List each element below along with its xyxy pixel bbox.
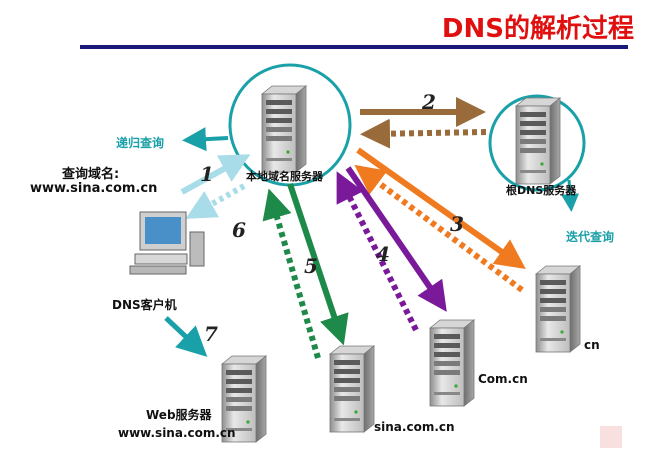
dns-client-label: DNS客户机 <box>112 298 177 312</box>
iterative-query-label: 迭代查询 <box>566 230 615 244</box>
root-dns-label: 根DNS服务器 <box>506 184 577 197</box>
server-icon-sina <box>329 345 375 433</box>
step7-arrow <box>164 316 208 357</box>
step5-return-arrow <box>262 188 321 359</box>
step4-return-arrow <box>336 171 419 332</box>
iterative-arrow <box>561 179 580 212</box>
query-domain-label: 查询域名: <box>62 167 120 182</box>
corner-watermark <box>600 426 622 448</box>
step-number-5: 5 <box>304 254 318 278</box>
page-title: DNS的解析过程 <box>441 14 634 44</box>
step5-arrow <box>287 183 349 346</box>
query-domain-value: www.sina.com.cn <box>30 181 158 196</box>
step-number-1: 1 <box>200 162 214 186</box>
server-icon-cn <box>535 265 581 353</box>
step1-arrow <box>180 154 251 195</box>
step4-arrow <box>345 166 447 312</box>
cn-server-label: cn <box>584 338 600 352</box>
server-icon-root-dns <box>515 97 561 185</box>
title-underline <box>80 45 628 49</box>
step-number-7: 7 <box>204 322 218 346</box>
desktop-computer-icon <box>129 211 205 275</box>
recursive-query-label: 递归查询 <box>116 136 165 150</box>
recursive-arrow <box>182 127 229 152</box>
step-number-6: 6 <box>232 218 246 242</box>
web-server-label: Web服务器 <box>146 408 212 422</box>
server-icon-local-dns <box>261 85 307 173</box>
sina-server-label: sina.com.cn <box>374 420 455 434</box>
step-number-3: 3 <box>450 212 464 236</box>
comcn-server-label: Com.cn <box>478 372 528 386</box>
step3-return-arrow <box>354 164 524 293</box>
step6-arrow <box>185 183 246 219</box>
step-number-4: 4 <box>376 242 390 266</box>
step2-return-arrow <box>360 118 487 149</box>
root-dns-circle <box>488 94 586 192</box>
local-dns-label: 本地域名服务器 <box>246 170 323 183</box>
web-server-domain-label: www.sina.com.cn <box>118 426 236 440</box>
server-icon-comcn <box>429 319 475 407</box>
step-number-2: 2 <box>422 90 436 114</box>
